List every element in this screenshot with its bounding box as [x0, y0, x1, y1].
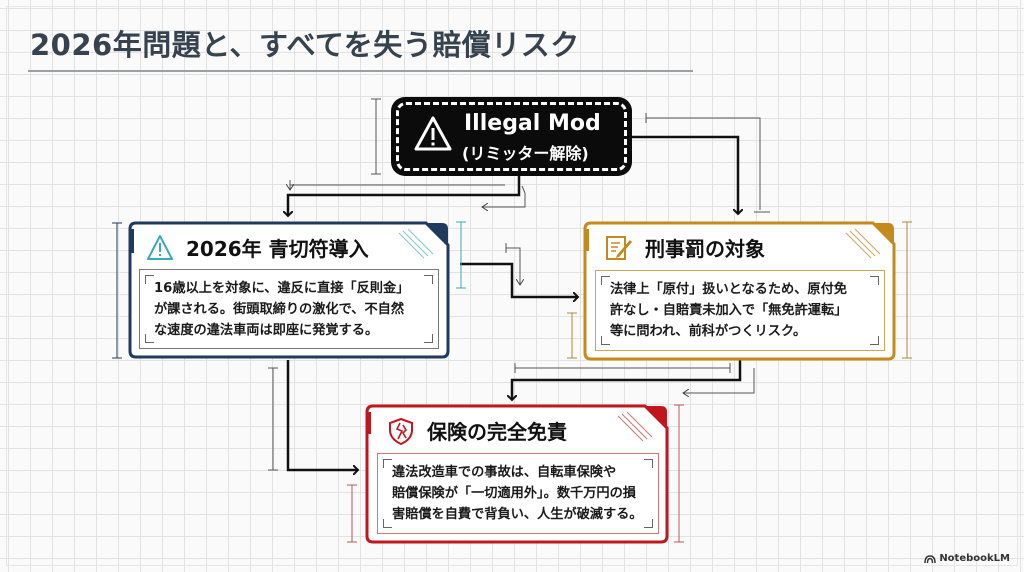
slide-frame — [6, 6, 1018, 566]
card-insurance-exemption: 保険の完全免責 違法改造車での事故は、自転車保険や 賠償保険が「一切適用外」。数… — [365, 404, 669, 544]
dashed-border — [396, 102, 627, 171]
branding: NotebookLM — [924, 553, 1010, 564]
page-title: 2026年問題と、すべてを失う賠償リスク — [30, 28, 580, 62]
card-body-line: な速度の違法車両は即座に発覚する。 — [154, 323, 379, 338]
card-criminal-penalty: 刑事罰の対象 法律上「原付」扱いとなるため、原付免 許なし・自賠責未加入で「無免… — [583, 221, 896, 361]
broken-shield-icon — [389, 417, 413, 445]
card-body-line: 法律上「原付」扱いとなるため、原付免 — [610, 282, 847, 297]
card-body-line: 違法改造車での事故は、自転車保険や — [392, 465, 617, 480]
title-underline — [28, 70, 693, 72]
card-border — [365, 404, 669, 544]
card-body-line: 等に問われ、前科がつくリスク。 — [610, 324, 807, 339]
start-node-title: Illegal Mod — [464, 111, 601, 136]
card-border — [583, 221, 896, 361]
notebooklm-icon — [924, 554, 937, 563]
card-border — [128, 221, 450, 359]
card-body-line: 賠償保険が「一切適用外」。数千万円の損 — [392, 486, 636, 501]
card-title: 保険の完全免責 — [427, 420, 567, 444]
flow-criminal-to-insurance — [512, 360, 742, 400]
card-body-line: が課される。街頭取締りの激化で、不自然 — [154, 302, 405, 317]
warning-icon — [147, 234, 173, 260]
card-blue-ticket: 2026年 青切符導入 16歳以上を対象に、違反に直接「反則金」 が課される。街… — [128, 221, 450, 359]
card-body: 16歳以上を対象に、違反に直接「反則金」 が課される。街頭取締りの激化で、不自然… — [139, 269, 439, 349]
branding-label: NotebookLM — [939, 553, 1010, 564]
flow-mod-to-blue — [288, 176, 521, 216]
start-node-illegal-mod: Illegal Mod (リミッター解除) — [391, 97, 632, 176]
card-body: 違法改造車での事故は、自転車保険や 賠償保険が「一切適用外」。数千万円の損 害賠… — [377, 453, 659, 534]
card-body-line: 害賠償を自費で背負い、人生が破滅する。 — [392, 507, 643, 522]
card-body-line: 16歳以上を対象に、違反に直接「反則金」 — [154, 281, 410, 296]
card-body-line: 許なし・自賠責未加入で「無免許運転」 — [610, 303, 848, 318]
warning-icon — [414, 116, 452, 151]
flow-blue-to-insurance — [286, 360, 358, 470]
start-node-subtitle: (リミッター解除) — [462, 144, 589, 163]
card-body: 法律上「原付」扱いとなるため、原付免 許なし・自賠責未加入で「無免許運転」 等に… — [595, 270, 885, 351]
flow-mod-to-criminal — [632, 135, 738, 214]
card-title: 2026年 青切符導入 — [186, 237, 369, 261]
card-title: 刑事罰の対象 — [645, 237, 765, 261]
document-edit-icon — [606, 235, 632, 260]
dimension-mod — [371, 98, 381, 175]
flow-blue-to-criminal — [460, 262, 578, 297]
